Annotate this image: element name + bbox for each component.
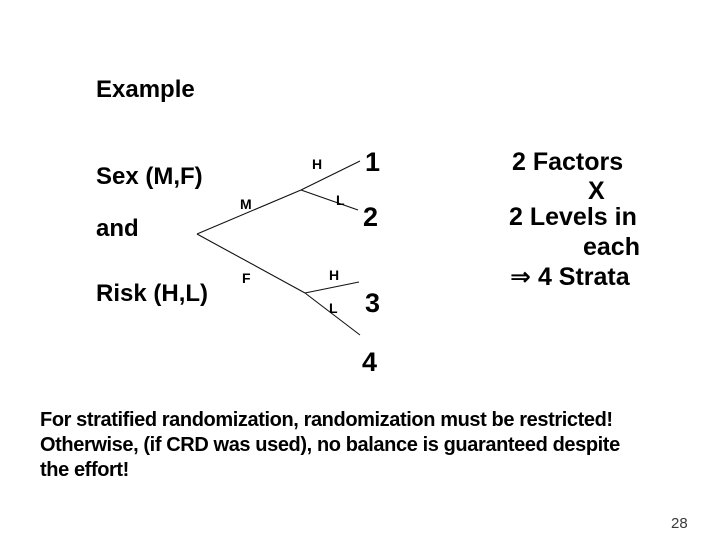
implies-arrow-icon: ⇒ bbox=[510, 263, 531, 291]
slide-title: Example bbox=[96, 76, 195, 103]
branch-line-fl bbox=[304, 292, 361, 336]
page-number: 28 bbox=[671, 515, 688, 532]
branch-label-ml: L bbox=[336, 192, 345, 208]
branch-label-m: M bbox=[240, 196, 252, 212]
summary-levels-each: each bbox=[583, 233, 640, 261]
stratum-number-3: 3 bbox=[365, 288, 381, 318]
stratum-number-2: 2 bbox=[363, 202, 379, 232]
branch-label-fh: H bbox=[329, 267, 340, 283]
branch-label-mh: H bbox=[312, 156, 323, 172]
factor-label-sex: Sex (M,F) bbox=[96, 163, 203, 190]
summary-strata: ⇒4 Strata bbox=[510, 265, 630, 290]
branch-line-m bbox=[196, 189, 302, 235]
summary-factors: 2 Factors bbox=[512, 148, 624, 176]
factor-label-and: and bbox=[96, 215, 139, 242]
factor-label-risk: Risk (H,L) bbox=[96, 280, 209, 307]
footer-note: For stratified randomization, randomizat… bbox=[40, 408, 620, 483]
stratum-number-4: 4 bbox=[362, 347, 378, 377]
stratum-number-1: 1 bbox=[365, 147, 381, 177]
branch-line-mh bbox=[300, 160, 361, 191]
footer-note-line2: Otherwise, (if CRD was used), no balance… bbox=[40, 434, 620, 456]
footer-note-line1: For stratified randomization, randomizat… bbox=[40, 409, 613, 431]
branch-line-f bbox=[196, 233, 306, 294]
summary-levels: 2 Levels in bbox=[509, 203, 637, 231]
branch-label-fl: L bbox=[329, 300, 338, 316]
branch-line-ml bbox=[300, 189, 359, 211]
branch-line-fh bbox=[304, 281, 360, 294]
summary-strata-text: 4 Strata bbox=[537, 263, 630, 291]
summary-times: X bbox=[588, 177, 605, 205]
footer-note-line3: the effort! bbox=[40, 459, 129, 481]
branch-label-f: F bbox=[242, 270, 251, 286]
